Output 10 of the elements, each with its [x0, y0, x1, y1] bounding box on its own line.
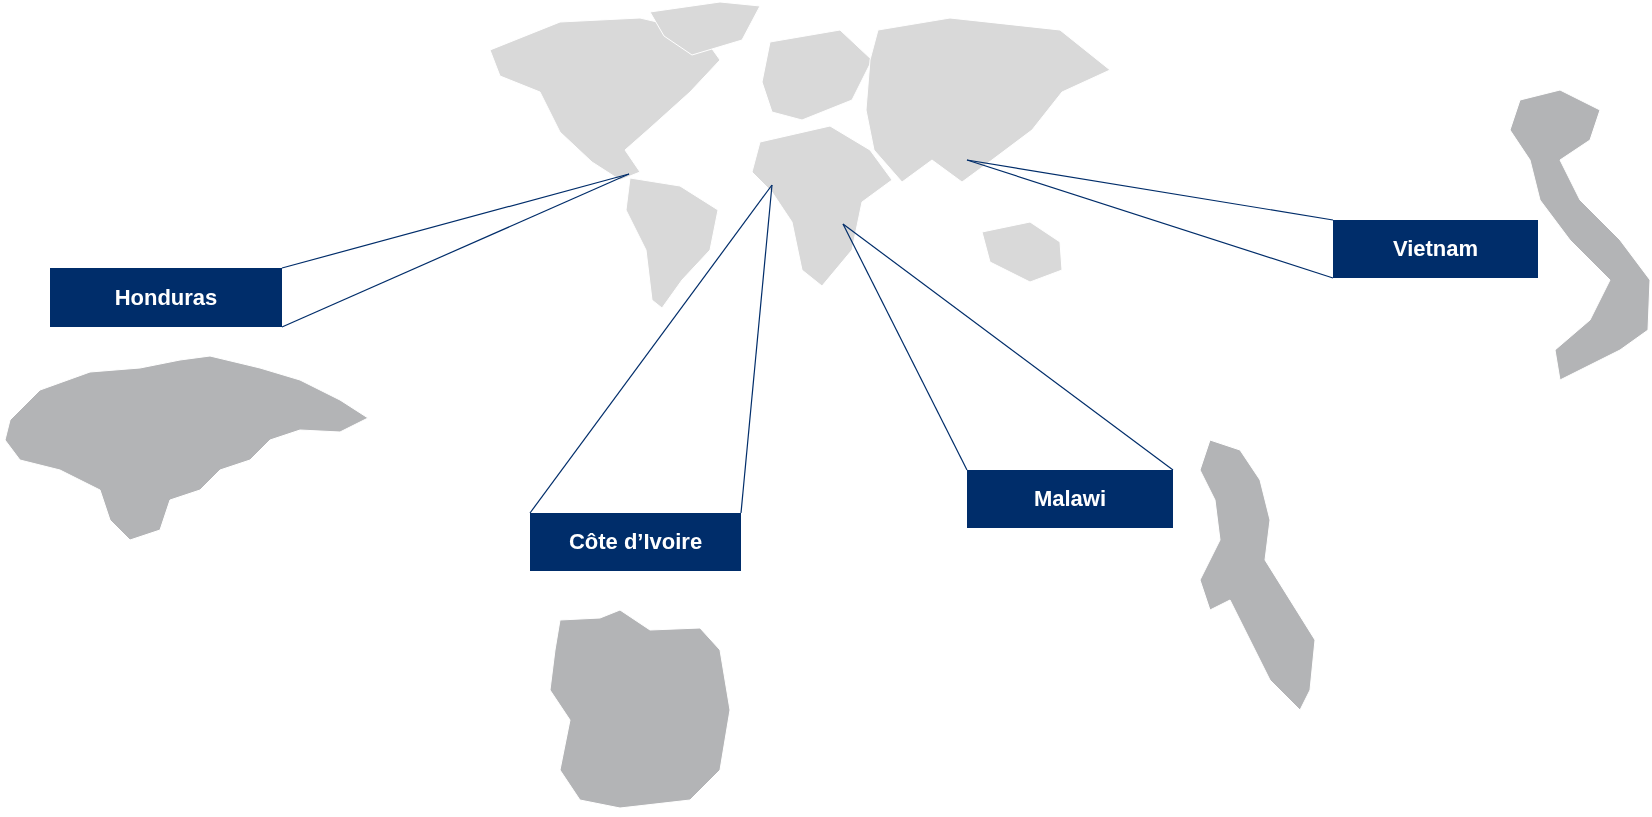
country-label: Côte d’Ivoire — [530, 513, 741, 571]
leader-line — [529, 184, 773, 514]
leader-line — [966, 159, 1334, 279]
country-label: Honduras — [50, 268, 282, 327]
country-label: Malawi — [967, 470, 1173, 528]
leader-line — [281, 173, 630, 328]
leader-line — [842, 223, 968, 471]
country-label: Vietnam — [1333, 220, 1538, 278]
leader-line — [842, 223, 1174, 471]
leader-line — [740, 184, 773, 514]
